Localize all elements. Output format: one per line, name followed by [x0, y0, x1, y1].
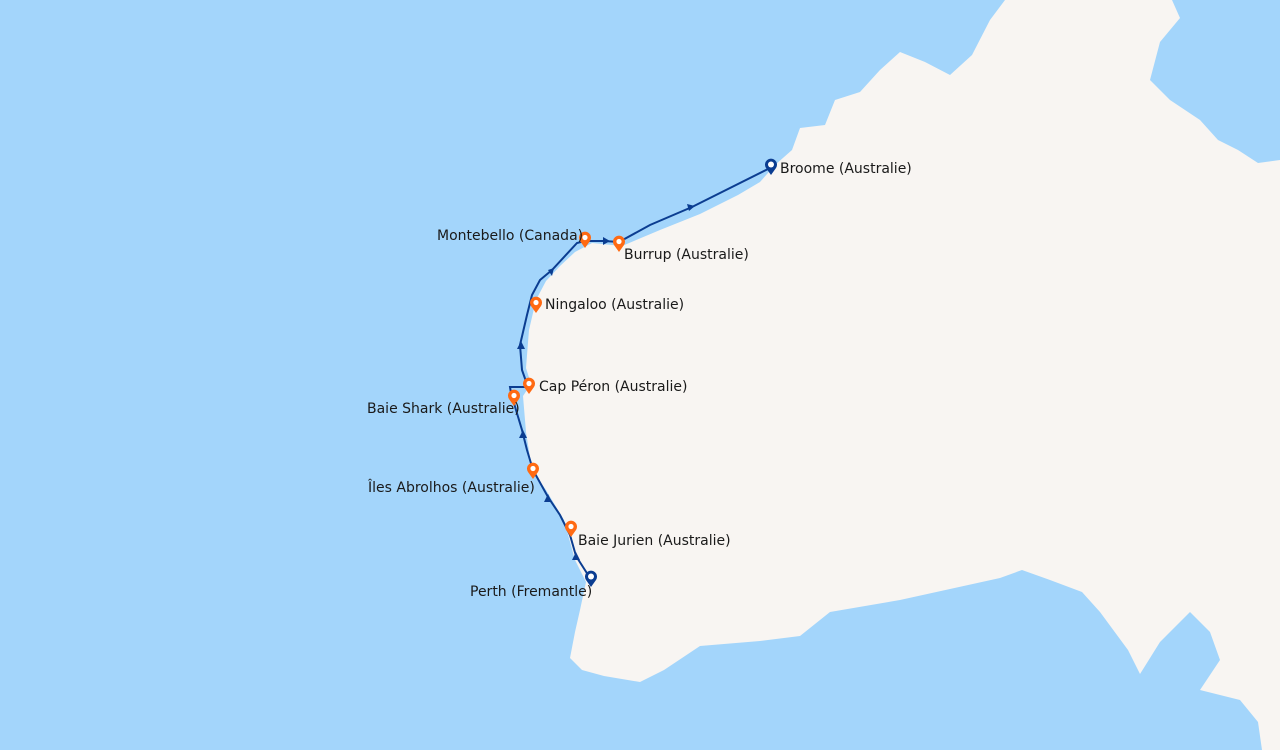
disembarkation-marker-icon[interactable] — [764, 158, 778, 176]
port-label-burrup: Burrup (Australie) — [624, 247, 749, 263]
route-direction-arrows — [517, 204, 695, 560]
port-marker-icon[interactable] — [564, 520, 578, 538]
australia-landmass — [523, 0, 1280, 750]
embarkation-marker-icon[interactable] — [584, 570, 598, 588]
arrow-icon — [687, 204, 695, 211]
port-label-broome: Broome (Australie) — [780, 161, 912, 177]
arrow-icon — [572, 552, 580, 560]
arrow-icon — [519, 430, 527, 438]
port-label-montebello: Montebello (Canada) — [437, 228, 584, 244]
port-label-baie-jurien: Baie Jurien (Australie) — [578, 533, 731, 549]
arrow-icon — [544, 494, 552, 502]
port-marker-icon[interactable] — [526, 462, 540, 480]
arrow-icon — [603, 237, 610, 245]
port-label-baie-shark: Baie Shark (Australie) — [367, 401, 520, 417]
port-marker-icon[interactable] — [507, 389, 521, 407]
port-marker-icon[interactable] — [529, 296, 543, 314]
port-marker-icon[interactable] — [578, 231, 592, 249]
port-label-perth: Perth (Fremantle) — [470, 584, 593, 600]
port-label-iles-abrolhos: Îles Abrolhos (Australie) — [368, 480, 535, 496]
arrow-icon — [517, 341, 525, 349]
port-label-ningaloo: Ningaloo (Australie) — [545, 297, 685, 313]
port-marker-icon[interactable] — [522, 377, 536, 395]
port-label-cap-peron: Cap Péron (Australie) — [539, 379, 688, 395]
arrow-icon — [548, 268, 554, 276]
port-marker-icon[interactable] — [612, 235, 626, 253]
